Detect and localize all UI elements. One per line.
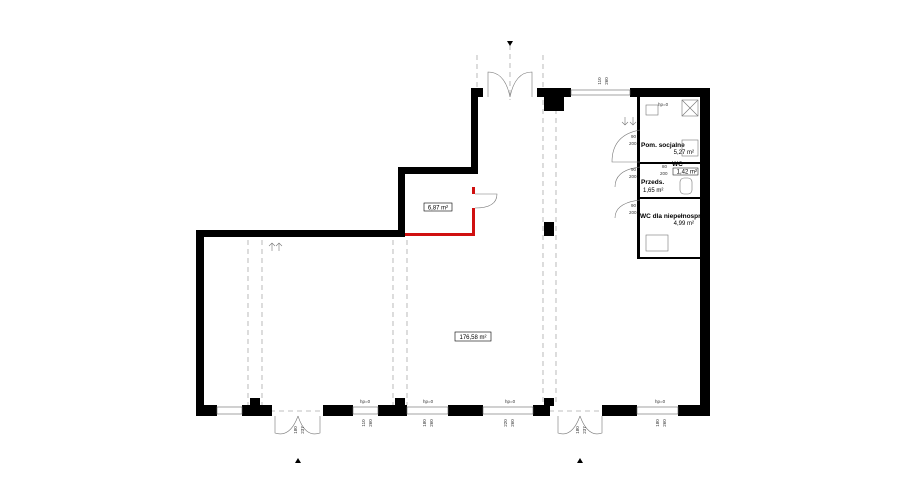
sanitary-fixtures [268, 99, 699, 252]
room-social: Pom. socjalne 5,27 m² [641, 142, 694, 156]
svg-text:110: 110 [597, 77, 602, 85]
svg-text:260: 260 [662, 419, 667, 427]
svg-text:hp=0: hp=0 [360, 399, 371, 404]
room-area: 5,27 m² [674, 150, 694, 156]
windows [216, 89, 679, 415]
room-accessible-wc: WC dla niepełnospr. 4,99 m² [640, 213, 702, 227]
svg-text:237: 237 [300, 426, 305, 434]
entrance-arrow-left [295, 458, 301, 463]
svg-text:hp=0: hp=0 [505, 399, 516, 404]
svg-text:80: 80 [662, 164, 668, 169]
doors [274, 71, 641, 435]
room-area: 1,65 m² [643, 188, 663, 194]
entrance-arrow-right [577, 458, 583, 463]
svg-text:hp=0: hp=0 [423, 399, 434, 404]
svg-text:200: 200 [629, 174, 637, 179]
room-storage: 6,87 m² [423, 202, 453, 212]
grid-lines [216, 45, 710, 412]
svg-text:90: 90 [631, 203, 637, 208]
room-name: WC dla niepełnospr. [640, 213, 702, 220]
svg-text:180: 180 [575, 426, 580, 434]
room-area: 6,87 m² [428, 206, 448, 212]
bottom-dimensions: 180 237 110 260 180 260 220 260 180 237 … [293, 77, 667, 434]
room-area: 176,58 m² [459, 335, 486, 341]
svg-text:180: 180 [655, 419, 660, 427]
walls [196, 88, 710, 416]
svg-text:180: 180 [422, 419, 427, 427]
window-labels: hp=0 hp=0 hp=0 hp=0 hp=0 [360, 102, 669, 404]
svg-text:260: 260 [429, 419, 434, 427]
svg-text:110: 110 [361, 419, 366, 427]
entrance-arrow-top [507, 41, 513, 46]
room-area: 4,99 m² [674, 221, 694, 227]
room-main: 176,58 m² [454, 331, 492, 342]
room-name: WC [672, 161, 683, 168]
svg-text:90: 90 [631, 167, 637, 172]
svg-text:hp=0: hp=0 [655, 399, 666, 404]
svg-text:180: 180 [293, 426, 298, 434]
room-name: Przeds. [641, 179, 664, 186]
room-wc: WC 1,42 m² [672, 161, 699, 176]
svg-text:237: 237 [582, 426, 587, 434]
svg-text:200: 200 [660, 171, 668, 176]
room-vestibule: Przeds. 1,65 m² [641, 179, 664, 194]
svg-text:200: 200 [629, 141, 637, 146]
door-dimensions: 90 200 80 200 90 200 90 200 [629, 134, 668, 215]
svg-text:260: 260 [368, 419, 373, 427]
svg-text:90: 90 [631, 134, 637, 139]
svg-text:200: 200 [629, 210, 637, 215]
svg-text:220: 220 [503, 419, 508, 427]
svg-text:hp=0: hp=0 [658, 102, 669, 107]
svg-text:260: 260 [510, 419, 515, 427]
room-area: 1,42 m² [677, 170, 697, 176]
room-name: Pom. socjalne [641, 142, 685, 149]
svg-text:260: 260 [604, 77, 609, 85]
